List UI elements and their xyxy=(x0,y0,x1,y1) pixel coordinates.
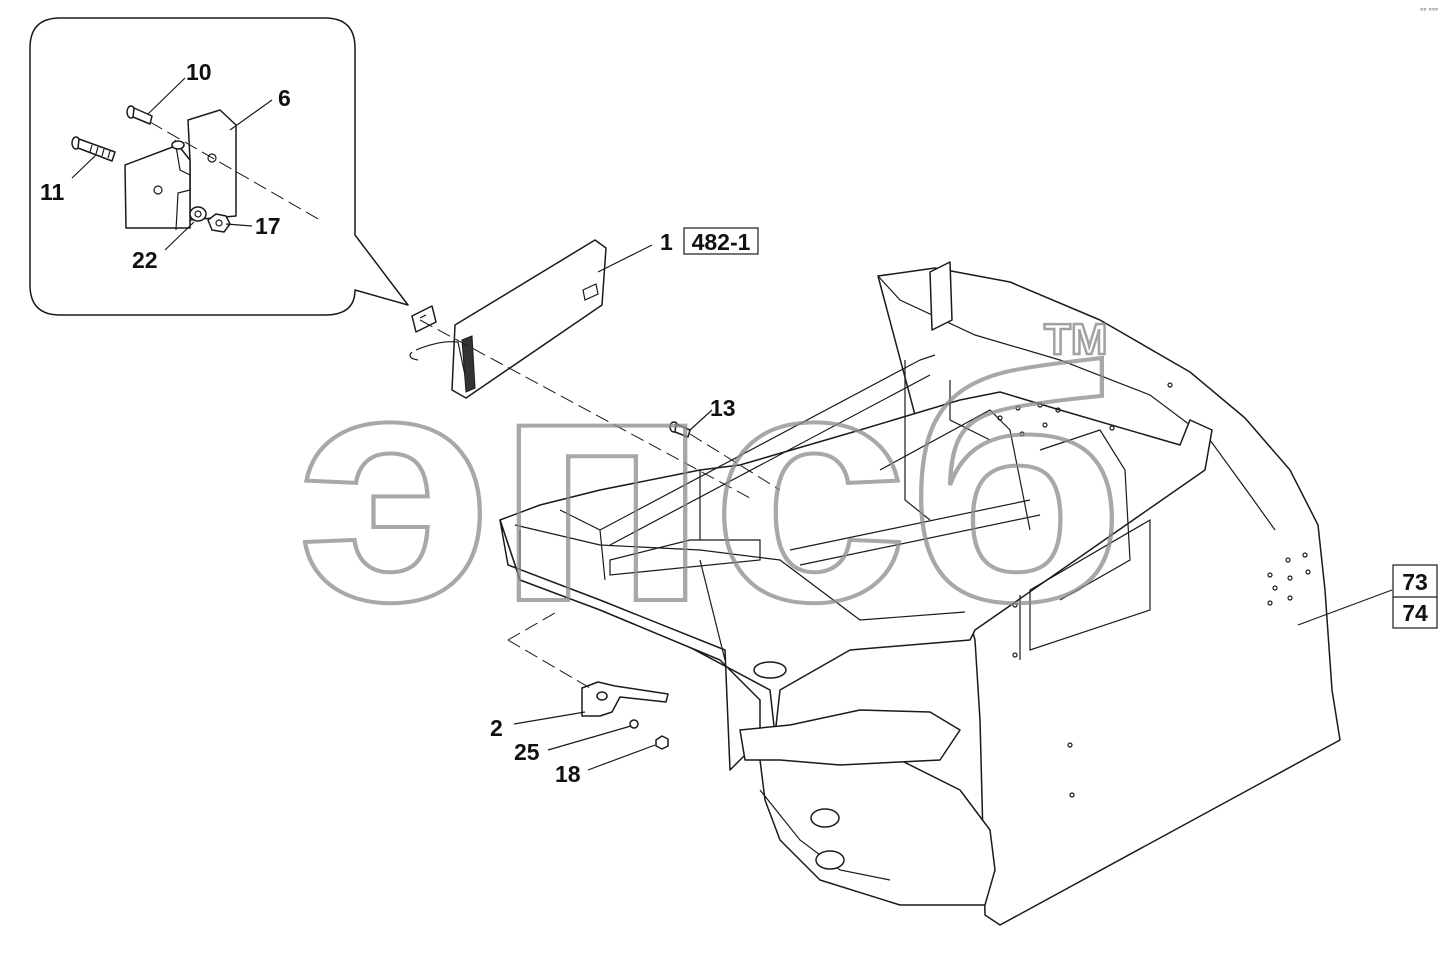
watermark-text: эпсб xyxy=(296,301,1126,670)
washer-22 xyxy=(189,206,207,222)
reference-482-1: 482-1 xyxy=(692,229,751,255)
callout-11: 11 xyxy=(40,179,65,205)
latch-bracket-2 xyxy=(507,609,669,750)
callout-17: 17 xyxy=(255,213,281,239)
callout-13: 13 xyxy=(710,395,736,421)
callout-25: 25 xyxy=(514,739,540,765)
callout-10: 10 xyxy=(186,59,212,85)
bolt-13 xyxy=(669,421,691,438)
trademark-symbol: TM xyxy=(1044,315,1108,364)
callout-1: 1 xyxy=(660,229,673,255)
housing-bolt-holes xyxy=(997,382,1311,798)
corner-mark: °° °°° xyxy=(1420,7,1438,16)
main-frame-housing xyxy=(499,261,1341,926)
washer-25 xyxy=(629,719,639,729)
leader-lines xyxy=(71,77,1393,771)
callout-18: 18 xyxy=(555,761,581,787)
cover-plate-1 xyxy=(409,239,751,499)
nut-17 xyxy=(207,213,231,233)
callout-labels: 10 6 11 17 22 1 13 2 25 18 xyxy=(40,59,736,787)
bolt-10 xyxy=(126,105,153,125)
watermark: эпсб TM xyxy=(294,299,1128,672)
callout-22: 22 xyxy=(132,247,158,273)
reference-box-482-1[interactable]: 482-1 xyxy=(683,227,759,255)
callout-6: 6 xyxy=(278,85,291,111)
reference-box-73-74[interactable]: 73 74 xyxy=(1392,564,1438,629)
bolt-11 xyxy=(71,136,116,162)
nut-18 xyxy=(655,735,669,750)
hinge-detail-inset xyxy=(29,17,409,316)
reference-73: 73 xyxy=(1402,569,1428,595)
callout-2: 2 xyxy=(490,715,503,741)
reference-74: 74 xyxy=(1402,600,1428,626)
